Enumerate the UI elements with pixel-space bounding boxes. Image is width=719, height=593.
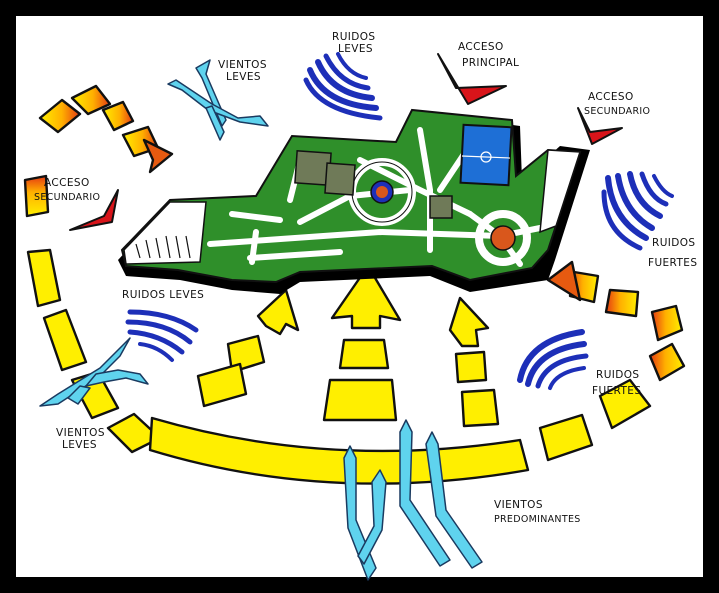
label-ruidos-leves-left: RUIDOS LEVES (122, 289, 204, 301)
label-vientos-leves-top-1: VIENTOS (218, 59, 267, 71)
label-ruidos-fuertes-bottom-1: RUIDOS (596, 369, 640, 381)
sports-court (461, 125, 512, 185)
label-acceso-secundario-right-1: ACCESO (588, 91, 634, 103)
plaza-icon (491, 226, 515, 250)
label-ruidos-fuertes-right-1: RUIDOS (652, 237, 696, 249)
site-plan (118, 110, 590, 294)
label-ruidos-fuertes-bottom-2: FUERTES (592, 385, 641, 397)
label-acceso-secundario-left-1: ACCESO (44, 177, 90, 189)
label-vientos-leves-left-1: VIENTOS (56, 427, 105, 439)
label-ruidos-leves-top-1: RUIDOS (332, 31, 376, 43)
noise-waves-bottom (520, 332, 586, 388)
label-acceso-principal-2: PRINCIPAL (462, 57, 519, 69)
label-ruidos-leves-top-2: LEVES (338, 43, 373, 55)
label-vientos-leves-top-2: LEVES (226, 71, 261, 83)
label-ruidos-fuertes-right-2: FUERTES (648, 257, 697, 269)
label-vientos-leves-left-2: LEVES (62, 439, 97, 451)
noise-waves-top (306, 54, 380, 118)
label-acceso-secundario-right-2: SECUNDARIO (584, 106, 650, 117)
label-acceso-principal-1: ACCESO (458, 41, 504, 53)
label-vientos-predominantes-2: PREDOMINANTES (494, 514, 581, 525)
label-vientos-predominantes-1: VIENTOS (494, 499, 543, 511)
label-acceso-secundario-left-2: SECUNDARIO (34, 192, 100, 203)
noise-waves-left (128, 312, 196, 360)
